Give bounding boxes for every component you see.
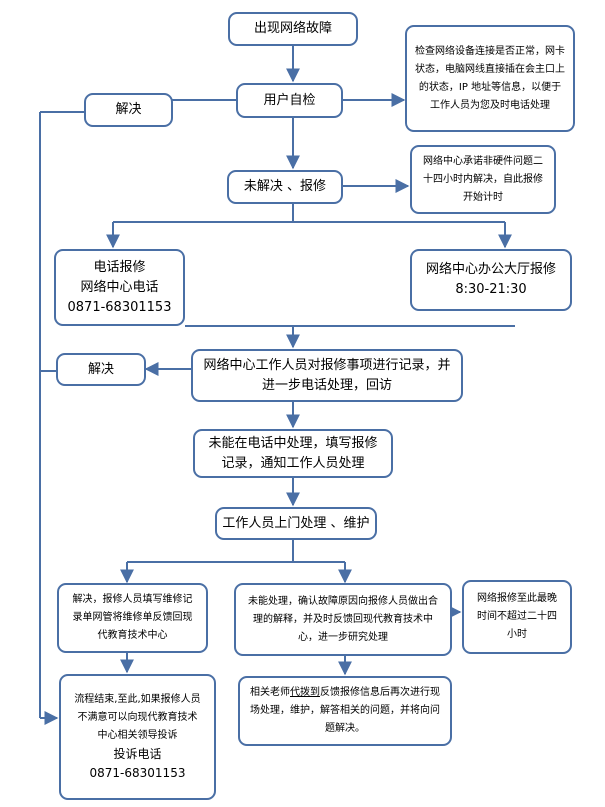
revisit-text-underlined: 代拨到 xyxy=(290,687,320,698)
resolved-node-1: 解决 xyxy=(84,93,173,127)
resolved-label-1: 解决 xyxy=(115,102,142,117)
solved-feedback-node: 解决，报修人员填写维修记录单网管将维修单反馈回现代教育技术中心 xyxy=(57,583,208,653)
self-check-note-node: 检查网络设备连接是否正常，网卡状态，电脑网线直接插在会主口上的状态，IP 地址等… xyxy=(405,25,575,132)
unresolved-report-node: 未解决 、报修 xyxy=(227,170,343,204)
fill-record-node: 未能在电话中处理，填写报修记录，通知工作人员处理 xyxy=(193,429,393,478)
self-check-note-label: 检查网络设备连接是否正常，网卡状态，电脑网线直接插在会主口上的状态，IP 地址等… xyxy=(415,45,565,111)
onsite-label: 工作人员上门处理 、维护 xyxy=(222,515,370,531)
phone-report-title: 电话报修 xyxy=(93,259,146,275)
self-check-node: 用户自检 xyxy=(236,83,343,118)
unsolved-feedback-label: 未能处理，确认故障原因向报修人员做出合理的解释，并及时反馈回现代教育技术中心，进… xyxy=(248,595,438,643)
deadline-node: 网络报修至此最晚时间不超过二十四小时 xyxy=(462,580,572,654)
commitment-note-label: 网络中心承诺非硬件问题二十四小时内解决，自此报修开始计时 xyxy=(423,155,543,203)
hall-report-node: 网络中心办公大厅报修 8:30-21:30 xyxy=(410,249,572,311)
record-node: 网络中心工作人员对报修事项进行记录，并进一步电话处理，回访 xyxy=(191,349,463,402)
end-text: 流程结束,至此,如果报修人员不满意可以向现代教育技术中心相关领导投诉 xyxy=(74,694,201,741)
resolved-node-2: 解决 xyxy=(56,353,146,386)
self-check-label: 用户自检 xyxy=(263,92,316,108)
record-label: 网络中心工作人员对报修事项进行记录，并进一步电话处理，回访 xyxy=(203,357,451,393)
revisit-label: 相关老师代拨到反馈报修信息后再次进行现场处理，维护，解答相关的问题，并将向问题解… xyxy=(250,684,440,738)
start-label: 出现网络故障 xyxy=(253,21,332,36)
phone-report-subtitle: 网络中心电话 xyxy=(80,279,159,295)
unresolved-report-label: 未解决 、报修 xyxy=(243,179,327,194)
end-phone: 0871-68301153 xyxy=(89,766,186,780)
end-node: 流程结束,至此,如果报修人员不满意可以向现代教育技术中心相关领导投诉 投诉电话 … xyxy=(59,674,216,800)
fill-record-label: 未能在电话中处理，填写报修记录，通知工作人员处理 xyxy=(208,435,378,471)
revisit-text-after: 反馈报修信息后再次进行现场处理，维护，解答相关的问题，并将向问题解决。 xyxy=(250,687,440,734)
commitment-note-node: 网络中心承诺非硬件问题二十四小时内解决，自此报修开始计时 xyxy=(410,145,556,214)
hall-report-hours: 8:30-21:30 xyxy=(455,282,527,297)
revisit-node: 相关老师代拨到反馈报修信息后再次进行现场处理，维护，解答相关的问题，并将向问题解… xyxy=(238,676,452,746)
unsolved-feedback-node: 未能处理，确认故障原因向报修人员做出合理的解释，并及时反馈回现代教育技术中心，进… xyxy=(234,583,452,656)
deadline-label: 网络报修至此最晚时间不超过二十四小时 xyxy=(477,593,557,640)
solved-feedback-label: 解决，报修人员填写维修记录单网管将维修单反馈回现代教育技术中心 xyxy=(72,594,193,641)
revisit-text-before: 相关老师 xyxy=(250,687,290,698)
start-node: 出现网络故障 xyxy=(228,12,358,46)
phone-report-number: 0871-68301153 xyxy=(67,299,172,315)
phone-report-node: 电话报修 网络中心电话 0871-68301153 xyxy=(54,249,185,326)
end-complaint-label: 投诉电话 xyxy=(113,747,162,761)
resolved-label-2: 解决 xyxy=(87,361,114,377)
hall-report-title: 网络中心办公大厅报修 xyxy=(425,262,556,277)
onsite-node: 工作人员上门处理 、维护 xyxy=(215,507,377,540)
